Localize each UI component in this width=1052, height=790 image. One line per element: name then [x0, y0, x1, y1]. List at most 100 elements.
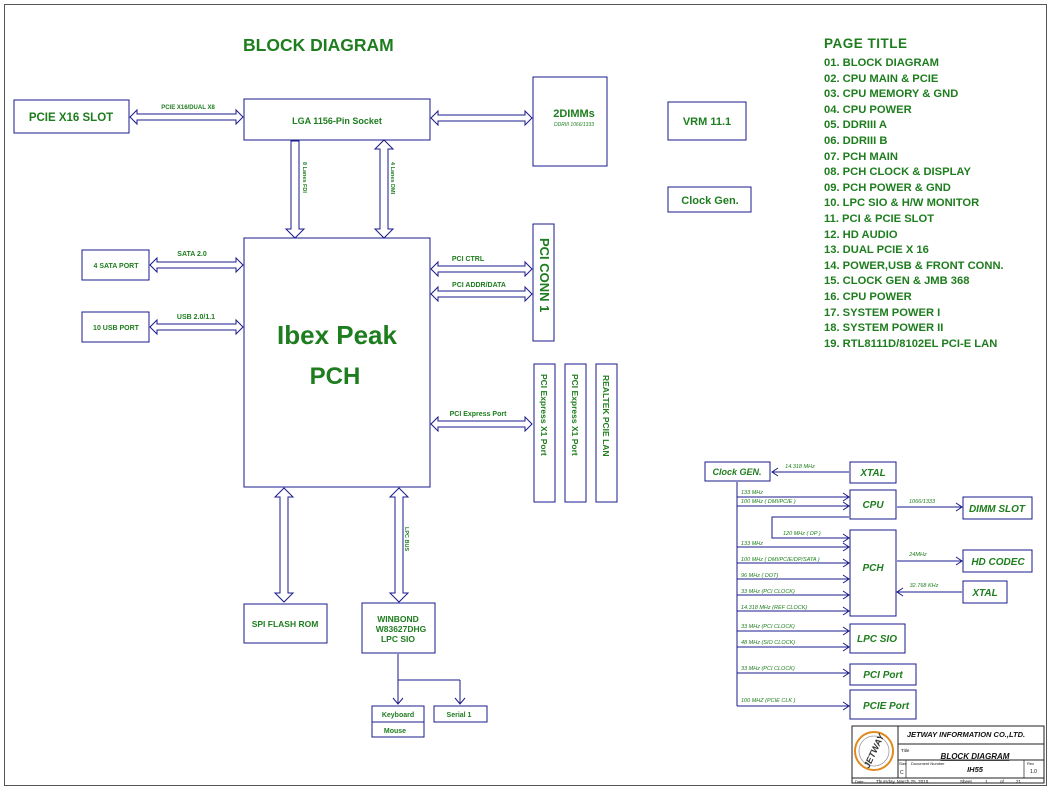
sio-vendor-label: WINBOND — [377, 614, 419, 624]
toc-item: 05. DDRIII A — [824, 119, 887, 132]
pci-ctrl-link: PCI CTRL — [430, 256, 533, 278]
toc-item: 10. LPC SIO & H/W MONITOR — [824, 197, 980, 210]
clock-tree-codec-label: HD CODEC — [971, 557, 1025, 568]
sheet-number: 1 — [985, 779, 988, 784]
rev-label: Rev — [1027, 761, 1034, 766]
usb-link-label: USB 2.0/1.1 — [177, 314, 215, 321]
size-value: C — [900, 770, 904, 776]
toc-item: 14. POWER,USB & FRONT CONN. — [824, 259, 1004, 272]
sata-port-label: 4 SATA PORT — [94, 263, 140, 270]
clock-tree-codec-box — [962, 549, 1033, 573]
dimms-label: 2DIMMs — [553, 108, 595, 120]
spi-flash-label: SPI FLASH ROM — [252, 619, 319, 629]
sio-part-label: W83627DHG — [376, 624, 427, 634]
spi-flash-block: SPI FLASH ROM — [243, 603, 328, 644]
clock-tree-pci-label: PCI Port — [863, 670, 903, 681]
sata-link-label: SATA 2.0 — [177, 251, 207, 258]
pch-clk-1-label: 133 MHz — [741, 541, 763, 547]
pch-name-label: Ibex Peak — [277, 320, 398, 350]
pch-block: Ibex Peak PCH — [243, 237, 431, 488]
sheet-label: Sheet — [960, 779, 973, 784]
pch-clk-5-label: 14.318 MHz (REF CLOCK) — [741, 605, 807, 611]
super-io-block: WINBOND W83627DHG LPC SIO — [361, 602, 436, 654]
spi-link — [273, 487, 295, 603]
toc-item: 01. BLOCK DIAGRAM — [824, 57, 939, 69]
dimms-block: 2DIMMs DDRIII 1066/1333 — [532, 76, 608, 167]
serial-label: Serial 1 — [447, 712, 472, 719]
pci-addr-link-label: PCI ADDR/DATA — [452, 282, 506, 289]
toc-item: 03. CPU MEMORY & GND — [824, 88, 959, 101]
sata-link: SATA 2.0 — [149, 251, 244, 274]
toc-item: 08. PCH CLOCK & DISPLAY — [824, 166, 971, 179]
clock-tree-pch-label: PCH — [862, 563, 884, 574]
pcie-port-link: PCI Express Port — [430, 411, 533, 433]
cpu-clk-1-label: 133 MHz — [741, 490, 763, 496]
toc-item: 19. RTL8111D/8102EL PCI-E LAN — [824, 337, 998, 350]
clock-tree-pcie-label: PCIE Port — [863, 701, 910, 712]
usb-port-label: 10 USB PORT — [93, 325, 140, 332]
clock-tree-dimm-label: DIMM SLOT — [969, 504, 1026, 515]
mouse-block: Mouse — [371, 721, 425, 738]
pcie-x16-link: PCIE X16/DUAL X8 — [129, 105, 244, 126]
usb-link: USB 2.0/1.1 — [149, 314, 244, 336]
sheet-total: 21 — [1016, 779, 1022, 784]
lpc-bus-link: LPC BUS — [388, 487, 410, 603]
toc-item: 17. SYSTEM POWER I — [824, 306, 941, 319]
toc-item: 18. SYSTEM POWER II — [824, 322, 944, 335]
doc-number: IH55 — [967, 765, 984, 774]
clock-tree-pcie-box — [849, 689, 917, 720]
toc-item: 13. DUAL PCIE X 16 — [824, 244, 929, 257]
pch-clk-3-label: 96 MHz ( DOT) — [741, 573, 778, 579]
pch-clk-2-label: 100 MHz ( DMI/PCIE/DP/SATA ) — [741, 557, 820, 563]
keyboard-label: Keyboard — [382, 712, 414, 719]
cpu-socket-block: LGA 1156-Pin Socket — [243, 98, 431, 141]
pci-conn-label: PCI CONN 1 — [537, 238, 552, 312]
memory-link — [430, 109, 533, 127]
dimm-freq-label: 1066/1333 — [909, 499, 936, 505]
jetway-logo: JETWAY — [854, 731, 894, 771]
codec-freq-label: 24MHz — [908, 552, 927, 558]
date-value: Thursday, March 25, 2010 — [876, 779, 929, 784]
toc-heading: PAGE TITLE — [824, 36, 908, 51]
dp-clk-label: 120 MHz ( DP ) — [783, 531, 821, 537]
pci-conn-block: PCI CONN 1 — [532, 223, 555, 342]
toc-item: 11. PCI & PCIE SLOT — [824, 212, 935, 225]
toc-item: 02. CPU MAIN & PCIE — [824, 72, 939, 85]
pcie-x16-slot-block: PCIE X16 SLOT — [13, 99, 130, 134]
vrm-label: VRM 11.1 — [683, 116, 731, 128]
lpc-bus-link-label: LPC BUS — [403, 527, 409, 551]
pcie-x1-port-b-block: PCI Express X1 Port — [564, 363, 587, 503]
dmi-link-label: 4 Lanes DMI — [389, 162, 395, 195]
pcie-x1-port-a-block: PCI Express X1 Port — [533, 363, 556, 503]
company-name: JETWAY INFORMATION CO.,LTD. — [907, 730, 1025, 739]
toc-item: 04. CPU POWER — [824, 103, 912, 116]
clock-tree-cpu-box — [849, 489, 897, 520]
pci-clk-label: 33 MHz (PCI CLOCK) — [741, 666, 795, 672]
pcie-x1-port-b-label: PCI Express X1 Port — [570, 374, 580, 456]
dimms-sub-label: DDRIII 1066/1333 — [554, 122, 594, 128]
toc-item: 12. HD AUDIO — [824, 228, 898, 241]
dmi-link: 4 Lanes DMI — [373, 139, 395, 239]
pcie-x16-slot-label: PCIE X16 SLOT — [29, 112, 113, 124]
clock-tree-pci-box — [849, 663, 917, 686]
clock-tree-dimm-box — [962, 496, 1033, 520]
usb-port-block: 10 USB PORT — [81, 311, 150, 343]
realtek-lan-block: REALTEK PCIE LAN — [595, 363, 618, 503]
pcie-x1-port-a-label: PCI Express X1 Port — [539, 374, 549, 456]
doc-number-label: Document Number — [911, 761, 945, 766]
clock-tree-cpu-label: CPU — [862, 500, 884, 511]
xtal-freq-label: 14.318 MHz — [785, 464, 815, 470]
pci-ctrl-link-label: PCI CTRL — [452, 256, 485, 263]
rev-value: 1.0 — [1030, 769, 1037, 775]
page-title-list: 01. BLOCK DIAGRAM 02. CPU MAIN & PCIE 03. … — [824, 56, 1004, 352]
title-field-label: Title — [901, 748, 910, 753]
fdi-link-label: 8 Lanes FDI — [301, 162, 307, 193]
pcie-clk-label: 100 MHZ (PCIE CLK ) — [741, 698, 796, 704]
clock-tree-pch-box — [849, 529, 897, 617]
pch-label: PCH — [310, 363, 361, 390]
serial-block: Serial 1 — [433, 705, 488, 723]
pci-addr-link: PCI ADDR/DATA — [430, 282, 533, 303]
pch-clk-4-label: 33 MHz (PCI CLOCK) — [741, 589, 795, 595]
clock-tree-rtc-xtal-box — [962, 580, 1008, 604]
